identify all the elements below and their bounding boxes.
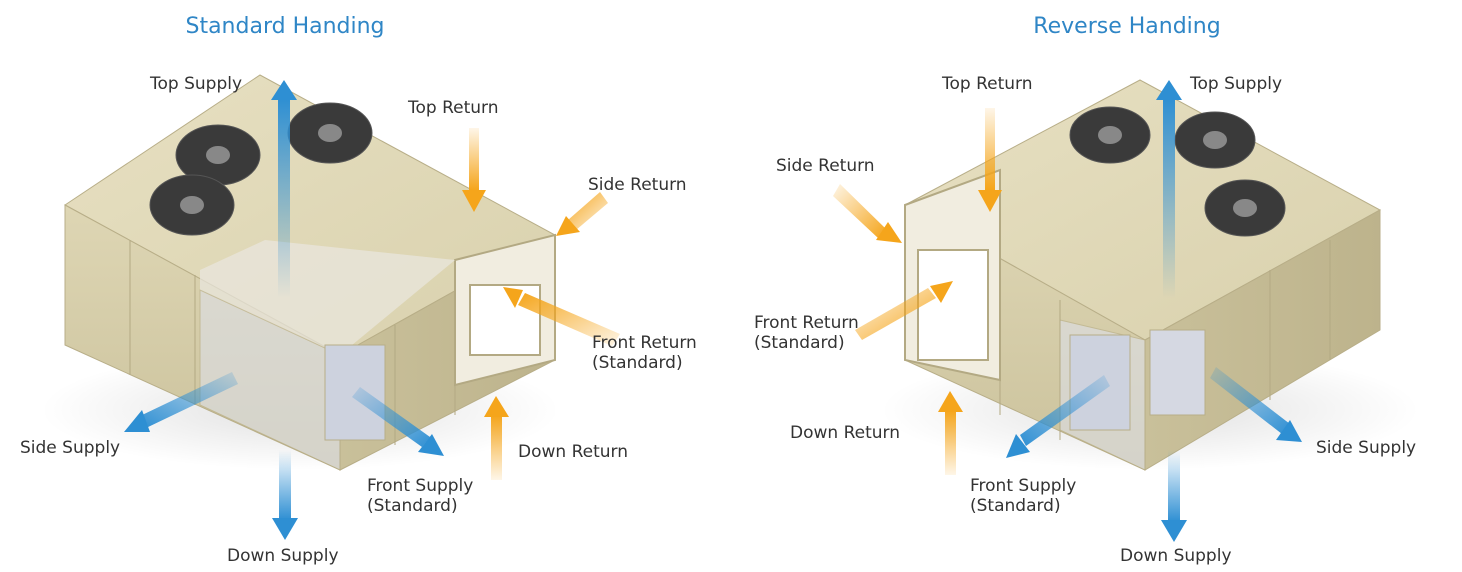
standard-down-supply-arrow: [272, 450, 298, 540]
standard-top-supply-arrow: [271, 80, 297, 298]
standard-top-return-label: Top Return: [408, 98, 499, 118]
standard-front-supply-label: Front Supply (Standard): [367, 476, 473, 516]
reverse-front-return-arrow: [855, 281, 953, 340]
standard-down-return-label: Down Return: [518, 442, 628, 462]
standard-side-return-arrow: [556, 192, 608, 236]
reverse-front-supply-arrow: [1006, 375, 1110, 458]
reverse-down-return-arrow: [938, 391, 963, 475]
reverse-top-return-label: Top Return: [942, 74, 1033, 94]
reverse-front-supply-line1: Front Supply: [970, 476, 1077, 496]
reverse-down-supply-arrow: [1161, 450, 1187, 542]
standard-front-supply-arrow: [352, 387, 444, 456]
reverse-front-return-line1: Front Return: [754, 313, 859, 333]
standard-front-supply-line2: (Standard): [367, 496, 458, 516]
reverse-top-return-arrow: [978, 108, 1002, 212]
standard-side-supply-arrow: [124, 372, 238, 432]
standard-front-return-line2: (Standard): [592, 353, 683, 373]
standard-top-return-arrow: [462, 128, 486, 212]
standard-side-return-label: Side Return: [588, 175, 687, 195]
reverse-handing-title: Reverse Handing: [1033, 14, 1221, 39]
reverse-side-return-label: Side Return: [776, 156, 875, 176]
standard-top-supply-label: Top Supply: [150, 74, 243, 94]
standard-front-return-line1: Front Return: [592, 333, 697, 353]
reverse-front-supply-line2: (Standard): [970, 496, 1061, 516]
reverse-side-supply-label: Side Supply: [1316, 438, 1417, 458]
reverse-front-supply-label: Front Supply (Standard): [970, 476, 1076, 516]
standard-side-supply-label: Side Supply: [20, 438, 121, 458]
reverse-front-return-label: Front Return (Standard): [754, 313, 859, 353]
standard-front-supply-line1: Front Supply: [367, 476, 474, 496]
reverse-top-supply-label: Top Supply: [1190, 74, 1283, 94]
reverse-side-supply-arrow: [1210, 367, 1302, 442]
reverse-side-return-arrow: [833, 184, 902, 243]
standard-front-return-arrow: [503, 287, 620, 346]
reverse-down-supply-label: Down Supply: [1120, 546, 1232, 566]
standard-down-supply-label: Down Supply: [227, 546, 339, 566]
standard-down-return-arrow: [484, 396, 509, 480]
reverse-down-return-label: Down Return: [790, 423, 900, 443]
reverse-top-supply-arrow: [1156, 80, 1182, 298]
standard-handing-title: Standard Handing: [185, 14, 385, 39]
standard-front-return-label: Front Return (Standard): [592, 333, 697, 373]
reverse-front-return-line2: (Standard): [754, 333, 845, 353]
standard-unit: [40, 74, 560, 471]
